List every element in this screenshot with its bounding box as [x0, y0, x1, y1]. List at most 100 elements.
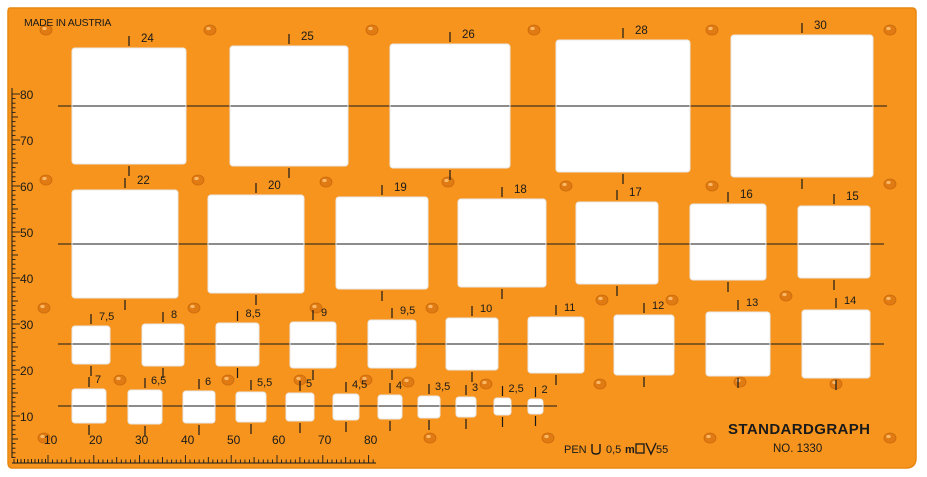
rivet-dot — [883, 24, 897, 36]
rivet-dot — [665, 294, 679, 306]
vertical-scale-labels: 80 70 60 50 40 30 20 10 — [20, 88, 34, 424]
square-size-label: 8 — [171, 309, 177, 321]
square-size-label: 7,5 — [99, 311, 114, 323]
rivet-dot — [423, 432, 437, 444]
square-size-label: 22 — [137, 175, 150, 187]
rivet-dot — [319, 176, 333, 188]
square-size-label: 7 — [95, 374, 101, 386]
square-size-label: 6,5 — [151, 375, 166, 387]
square-cutout — [445, 317, 499, 371]
vscale-label: 20 — [20, 364, 34, 378]
square-size-label: 19 — [394, 182, 407, 194]
rivet-highlight — [544, 434, 549, 439]
rivet-highlight — [886, 434, 891, 439]
square-cutout — [555, 39, 691, 173]
rivet-dot — [39, 174, 53, 186]
square-cutout — [285, 392, 315, 422]
square-cutout — [71, 388, 107, 424]
hscale-label: 60 — [272, 433, 286, 447]
rivet-highlight — [368, 26, 373, 31]
rivet-dot — [595, 294, 609, 306]
square-cutout — [141, 323, 185, 367]
rivet-highlight — [482, 380, 487, 385]
rivet-dot — [703, 432, 717, 444]
rivet-highlight — [194, 176, 199, 181]
rivet-dot — [191, 174, 205, 186]
square-size-label: 26 — [462, 29, 475, 41]
rivet-highlight — [42, 176, 47, 181]
rivet-dot — [401, 376, 415, 388]
square-size-label: 5 — [306, 378, 312, 390]
rivet-highlight — [40, 304, 45, 309]
square-size-label: 2 — [542, 384, 548, 396]
rivet-highlight — [428, 304, 433, 309]
square-size-label: 15 — [846, 191, 859, 203]
rivet-highlight — [530, 26, 535, 31]
rivet-highlight — [708, 26, 713, 31]
rivet-highlight — [668, 296, 673, 301]
rivet-highlight — [362, 376, 367, 381]
square-cutout — [417, 395, 441, 419]
square-cutout — [71, 325, 111, 365]
rivet-highlight — [426, 434, 431, 439]
pen-square-icon — [635, 443, 645, 454]
square-cutout — [689, 203, 767, 281]
square-size-label: 9,5 — [400, 305, 415, 317]
square-size-label: 28 — [635, 25, 648, 37]
hscale-label: 20 — [89, 433, 103, 447]
square-cutout — [235, 391, 267, 423]
pen-cup-icon — [591, 444, 601, 455]
square-size-label: 4 — [396, 380, 402, 392]
rivet-dot — [203, 24, 217, 36]
square-size-label: 18 — [514, 184, 527, 196]
rivet-highlight — [42, 26, 47, 31]
rivet-highlight — [312, 304, 317, 309]
square-cutout — [575, 201, 659, 285]
rivet-dot — [559, 180, 573, 192]
square-cutout — [389, 43, 511, 169]
rivet-dot — [779, 290, 793, 302]
rivet-highlight — [886, 180, 891, 185]
rivet-dot — [365, 24, 379, 36]
square-size-label: 10 — [480, 303, 492, 315]
rivet-highlight — [444, 178, 449, 183]
square-cutout — [527, 398, 544, 415]
square-cutout — [229, 45, 349, 167]
rivet-dot — [479, 378, 493, 390]
square-size-label: 11 — [564, 302, 575, 314]
square-size-label: 4,5 — [352, 379, 367, 391]
vscale-label: 30 — [20, 318, 34, 332]
rivet-highlight — [190, 304, 195, 309]
rivet-dot — [705, 24, 719, 36]
square-size-label: 2,5 — [509, 383, 524, 395]
square-size-label: 3 — [472, 382, 478, 394]
model-number: NO. 1330 — [773, 443, 822, 455]
stencil-plate — [7, 7, 917, 469]
rivet-highlight — [206, 26, 211, 31]
square-cutout — [332, 393, 360, 421]
rivets — [37, 24, 897, 444]
square-cutout — [377, 394, 403, 420]
pen-label: PEN — [564, 444, 587, 456]
square-cutout — [797, 205, 871, 279]
rivet-highlight — [404, 378, 409, 383]
rivet-dot — [883, 432, 897, 444]
square-cutout — [493, 397, 512, 416]
square-size-label: 12 — [652, 300, 664, 312]
square-size-label: 24 — [141, 33, 154, 45]
vscale-label: 10 — [20, 410, 34, 424]
vscale-label: 40 — [20, 272, 34, 286]
hscale-label: 80 — [364, 433, 378, 447]
rivet-highlight — [562, 182, 567, 187]
rivet-dot — [541, 432, 555, 444]
square-size-label: 9 — [321, 307, 327, 319]
square-cutout — [527, 316, 585, 374]
square-size-label: 30 — [814, 20, 827, 32]
vscale-label: 80 — [20, 88, 34, 102]
origin-label: MADE IN AUSTRIA — [24, 17, 111, 29]
vscale-label: 50 — [20, 226, 34, 240]
square-cutout — [71, 189, 179, 299]
rivet-dot — [221, 374, 235, 386]
rivet-highlight — [322, 178, 327, 183]
